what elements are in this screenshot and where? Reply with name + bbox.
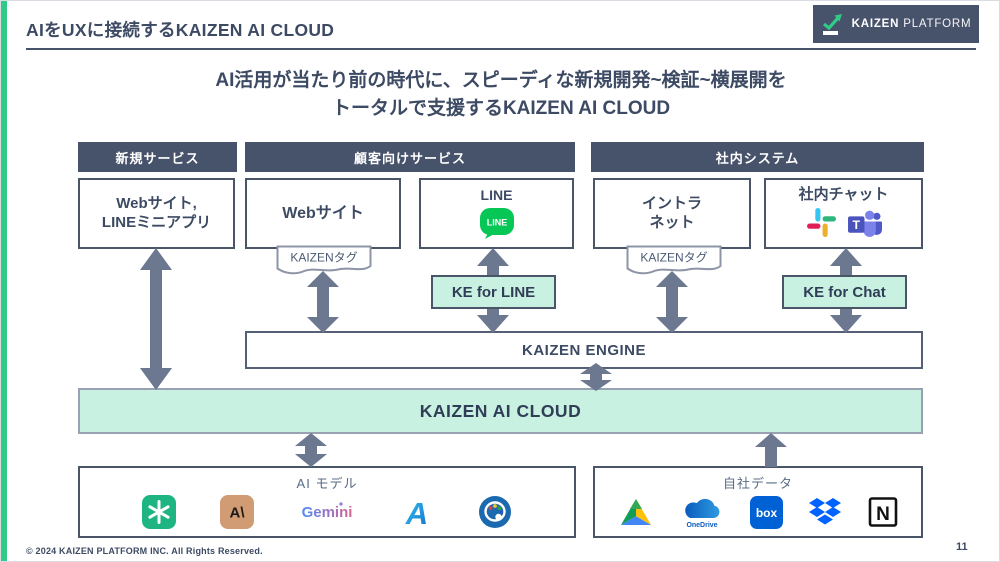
node-new-service: Webサイト, LINEミニアプリ [78, 178, 235, 249]
teams-icon: T [847, 210, 882, 237]
node-intranet: イントラ ネット [593, 178, 751, 249]
section-header-internal-system: 社内システム [591, 142, 924, 172]
anthropic-icon: A\ [220, 495, 254, 529]
kaizen-ai-cloud-bar: KAIZEN AI CLOUD [78, 388, 923, 434]
copyright-text: © 2024 KAIZEN PLATFORM INC. All Rights R… [26, 546, 263, 556]
palette-icon [479, 496, 511, 528]
kaizen-engine-bar: KAIZEN ENGINE [245, 331, 923, 369]
company-data-box: 自社データ OneDrive box [593, 466, 923, 538]
kaizen-tag-ribbon-website: KAIZENタグ [276, 245, 372, 275]
arrow-company-data-cloud [755, 433, 787, 467]
node-new-service-line2: LINEミニアプリ [101, 213, 212, 231]
svg-text:Gemini: Gemini [302, 504, 353, 521]
svg-text:N: N [876, 504, 890, 525]
slack-icon [806, 207, 836, 237]
svg-text:OneDrive: OneDrive [686, 522, 717, 529]
main-heading-line1: AI活用が当たり前の時代に、スピーディな新規開発~検証~横展開を [215, 70, 787, 91]
chat-icon-row: T [806, 207, 882, 238]
openai-icon [142, 495, 176, 529]
node-website-label: Webサイト [282, 204, 364, 222]
ai-models-icons: A\ Gemini A [142, 495, 512, 529]
dropbox-icon [808, 498, 841, 525]
gemini-logo: Gemini [302, 502, 353, 521]
company-data-icons: OneDrive box N [618, 495, 899, 529]
title-underline [26, 48, 976, 50]
node-line-label: LINE [480, 187, 513, 203]
arrow-cloud-ai-models [295, 433, 327, 467]
notion-icon: N [868, 497, 897, 527]
logo-brand-primary: KAIZEN [851, 18, 900, 30]
node-internal-chat: 社内チャット T [764, 178, 923, 249]
svg-text:KAIZENタグ: KAIZENタグ [290, 251, 357, 265]
arrow-intranet-engine [656, 271, 688, 333]
node-new-service-line1: Webサイト, [116, 194, 197, 212]
kaizen-checkmark-icon [822, 14, 842, 35]
box-icon: box [749, 495, 783, 529]
svg-text:T: T [852, 218, 860, 232]
onedrive-icon: OneDrive [684, 498, 719, 529]
main-heading-line2: トータルで支援するKAIZEN AI CLOUD [331, 98, 671, 119]
node-intranet-line1: イントラ [641, 194, 702, 212]
left-accent-bar [1, 1, 7, 561]
svg-text:A\: A\ [230, 505, 246, 522]
node-line: LINE LINE [419, 178, 574, 249]
kaizen-tag-ribbon-intranet: KAIZENタグ [626, 245, 722, 275]
page-number: 11 [956, 541, 968, 553]
ai-models-box: AI モデル A\ Gemini [78, 466, 576, 538]
line-icon: LINE [479, 207, 514, 239]
svg-text:KAIZENタグ: KAIZENタグ [640, 251, 707, 265]
node-intranet-line2: ネット [649, 213, 695, 231]
logo-brand-secondary: PLATFORM [903, 18, 972, 30]
slide-title: AIをUXに接続するKAIZEN AI CLOUD [26, 20, 335, 40]
ke-for-line-box: KE for LINE [431, 275, 556, 309]
node-website: Webサイト [245, 178, 401, 249]
company-data-label: 自社データ [722, 476, 793, 491]
logo-text: KAIZEN PLATFORM [852, 18, 972, 30]
line-icon-row: LINE [478, 207, 516, 240]
azure-icon: A [405, 496, 428, 529]
arrow-website-engine [307, 271, 339, 333]
kaizen-platform-logo: KAIZEN PLATFORM [813, 5, 979, 43]
arrow-new-service-cloud [140, 248, 172, 390]
section-header-customer-service: 顧客向けサービス [245, 142, 575, 172]
svg-text:LINE: LINE [486, 217, 507, 227]
svg-text:box: box [755, 506, 777, 520]
node-internal-chat-label: 社内チャット [798, 186, 889, 203]
main-heading: AI活用が当たり前の時代に、スピーディな新規開発~検証~横展開を トータルで支援… [1, 67, 999, 123]
ai-models-label: AI モデル [296, 476, 358, 491]
ke-for-chat-box: KE for Chat [782, 275, 907, 309]
google-drive-icon [620, 499, 651, 525]
arrow-engine-cloud [580, 363, 612, 391]
section-header-new-service: 新規サービス [78, 142, 237, 172]
svg-text:A: A [405, 496, 428, 529]
